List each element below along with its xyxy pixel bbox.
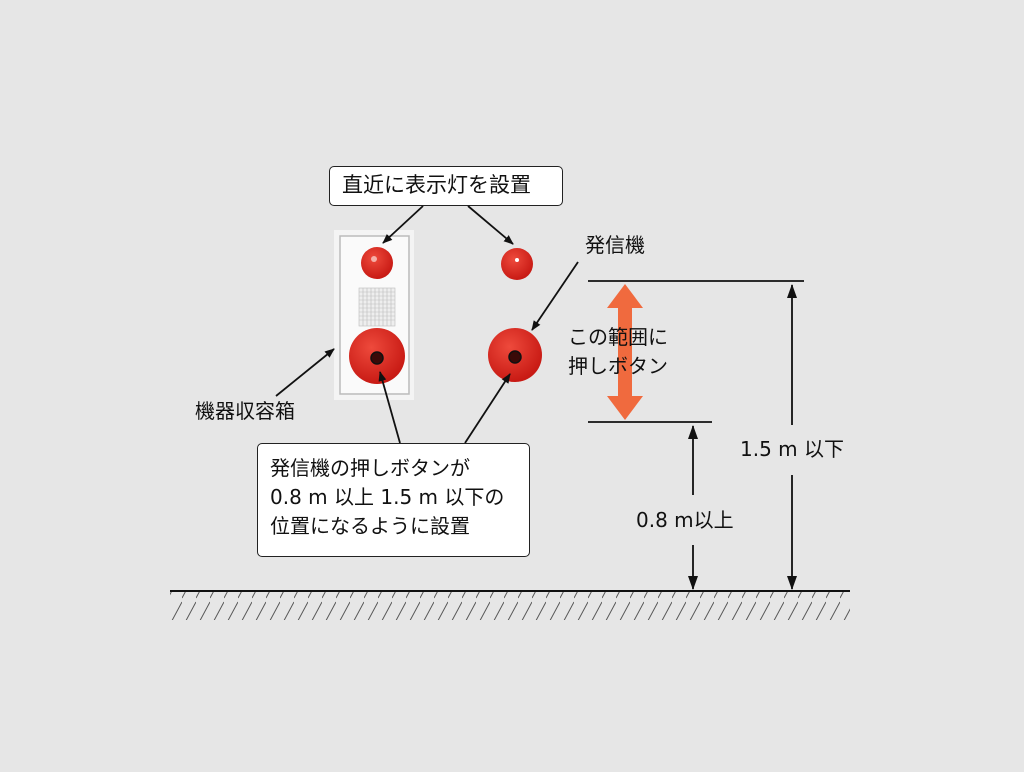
indicator-lamp-callout-box: 直近に表示灯を設置 — [329, 166, 563, 206]
dimension-arrows — [688, 284, 797, 590]
speaker-grille — [358, 287, 396, 327]
range-label-line1: この範囲に — [568, 325, 668, 349]
transmitter-label: 発信機 — [585, 233, 645, 257]
button-callout-line1: 発信機の押しボタンが — [270, 456, 470, 480]
button-callout-line2: 0.8 m 以上 1.5 m 以下の — [270, 485, 505, 509]
indicator-lamp-in-box — [361, 247, 393, 279]
range-label-line2: 押しボタン — [568, 354, 668, 378]
button-callout-box: 発信機の押しボタンが 0.8 m 以上 1.5 m 以下の 位置になるように設置 — [257, 443, 530, 557]
max-height-label: 1.5 m 以下 — [740, 437, 845, 461]
equipment-box-label: 機器収容箱 — [195, 399, 295, 423]
equipment-box — [334, 230, 414, 400]
min-height-label: 0.8 m以上 — [636, 508, 734, 532]
range-arrow — [607, 284, 643, 420]
button-callout-line3: 位置になるように設置 — [270, 514, 470, 538]
indicator-lamp-callout: 直近に表示灯を設置 — [342, 173, 531, 197]
floor — [170, 590, 850, 620]
transmitter-button — [488, 328, 542, 382]
callout-arrows — [275, 205, 579, 444]
indicator-lamp — [501, 248, 533, 280]
